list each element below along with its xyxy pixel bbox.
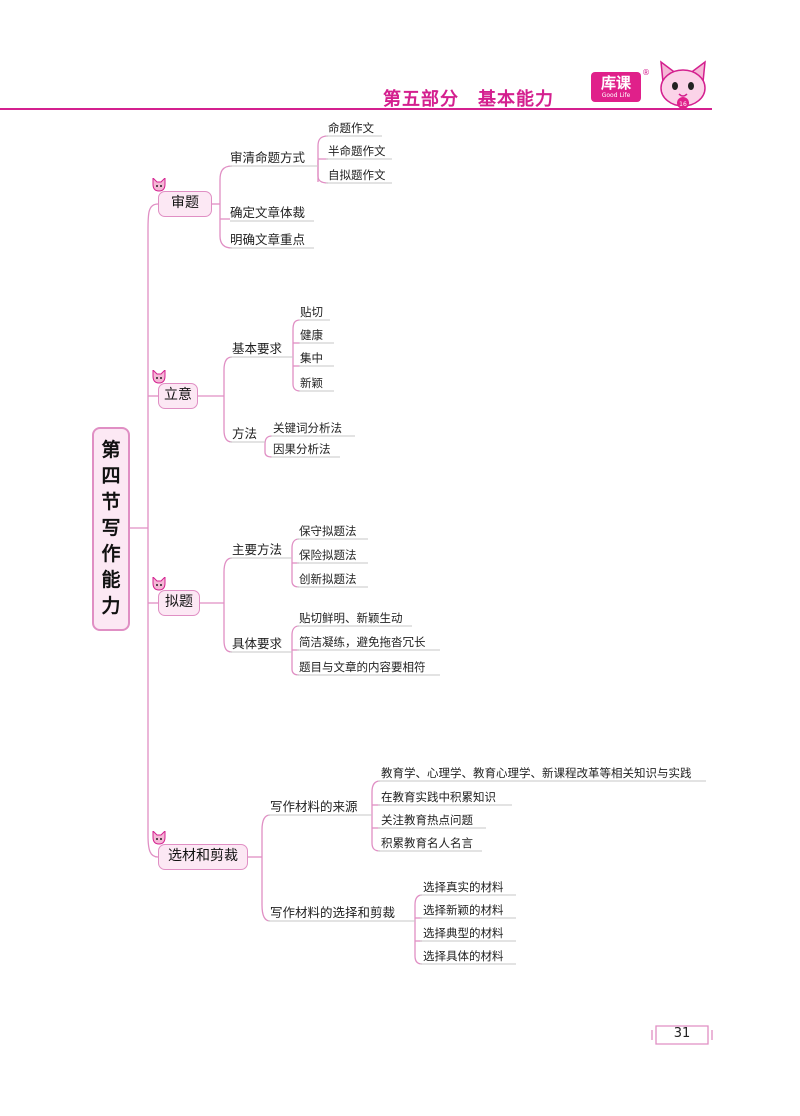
cat-face-icon (152, 178, 166, 192)
leaf-label: 选择真实的材料 (423, 880, 504, 894)
page-number: 31 (652, 1025, 712, 1045)
leaf-label: 题目与文章的内容要相符 (299, 660, 426, 674)
leaf-label: 选择具体的材料 (423, 949, 504, 963)
leaf-label: 在教育实践中积累知识 (381, 790, 496, 804)
cat-face-icon (152, 577, 166, 591)
cat-face-icon (152, 831, 166, 845)
leaf-label: 保险拟题法 (299, 548, 357, 562)
sub-label: 明确文章重点 (230, 232, 306, 247)
leaf-label: 贴切 (300, 305, 323, 319)
leaf-label: 半命题作文 (328, 144, 386, 158)
sub-label: 主要方法 (232, 542, 283, 557)
sub-label: 方法 (232, 426, 258, 441)
mascot-badge: 16 (679, 101, 687, 108)
sub-label: 具体要求 (232, 636, 283, 651)
root-node: 第四节 写 作 能 力 (92, 427, 130, 631)
leaf-label: 健康 (300, 328, 323, 342)
leaf-label: 贴切鲜明、新颖生动 (299, 611, 403, 625)
leaf-label: 关注教育热点问题 (381, 813, 473, 827)
category-node-xuancai: 选材和剪裁 (158, 844, 248, 870)
leaf-label: 因果分析法 (273, 442, 331, 456)
leaf-label: 创新拟题法 (299, 572, 357, 586)
page-number-text: 31 (673, 1026, 691, 1041)
header-rule (0, 108, 712, 110)
leaf-label: 教育学、心理学、教育心理学、新课程改革等相关知识与实践 (381, 766, 692, 780)
sub-label: 基本要求 (232, 341, 283, 356)
leaf-label: 选择典型的材料 (423, 926, 504, 940)
sub-label: 审清命题方式 (230, 150, 306, 165)
category-node-liyi: 立意 (158, 383, 198, 409)
sub-label: 写作材料的选择和剪裁 (270, 905, 396, 920)
cat-mascot-icon: 16 (660, 60, 706, 109)
brand-logo-subtext: Good Life (601, 92, 631, 99)
brand-logo-text: 库课 (600, 74, 631, 92)
section-title: 第五部分 基本能力 (383, 89, 554, 110)
cat-face-icon (152, 370, 166, 384)
root-label: 第四节 写 作 能 力 (101, 439, 121, 617)
leaf-label: 集中 (300, 351, 323, 365)
leaf-label: 关键词分析法 (273, 421, 342, 435)
sub-label: 写作材料的来源 (270, 799, 358, 814)
category-node-niti: 拟题 (158, 590, 200, 616)
leaf-label: 命题作文 (328, 121, 374, 135)
leaf-label: 选择新颖的材料 (423, 903, 504, 917)
brand-logo: 库课 Good Life (591, 72, 641, 102)
leaf-label: 新颖 (300, 376, 323, 390)
leaf-label: 积累教育名人名言 (381, 836, 473, 850)
leaf-label: 简洁凝练，避免拖沓冗长 (299, 635, 426, 649)
category-node-shenti: 审题 (158, 191, 212, 217)
leaf-label: 保守拟题法 (299, 524, 357, 538)
sub-label: 确定文章体裁 (230, 205, 306, 220)
registered-mark: ® (642, 68, 650, 77)
leaf-label: 自拟题作文 (328, 168, 386, 182)
